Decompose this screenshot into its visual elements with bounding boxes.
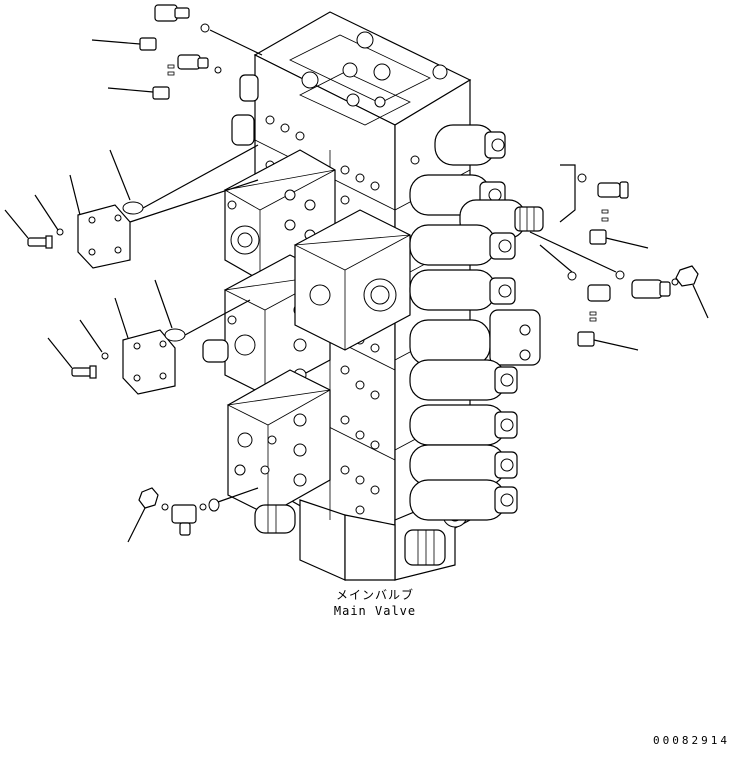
- spool-caps-right: [404, 124, 544, 566]
- left-port-caps: [202, 74, 296, 534]
- caption-english: Main Valve: [333, 604, 417, 618]
- top-fittings: [91, 4, 263, 100]
- left-manifold-blocks: [223, 149, 411, 516]
- right-fittings: [529, 164, 709, 351]
- left-flange-cover-2: [47, 279, 251, 395]
- drawing-number: 00082914: [653, 734, 730, 747]
- caption-japanese: メインバルブ: [335, 588, 414, 602]
- left-flange-cover-1: [4, 144, 259, 269]
- bottom-left-fittings: [127, 487, 259, 543]
